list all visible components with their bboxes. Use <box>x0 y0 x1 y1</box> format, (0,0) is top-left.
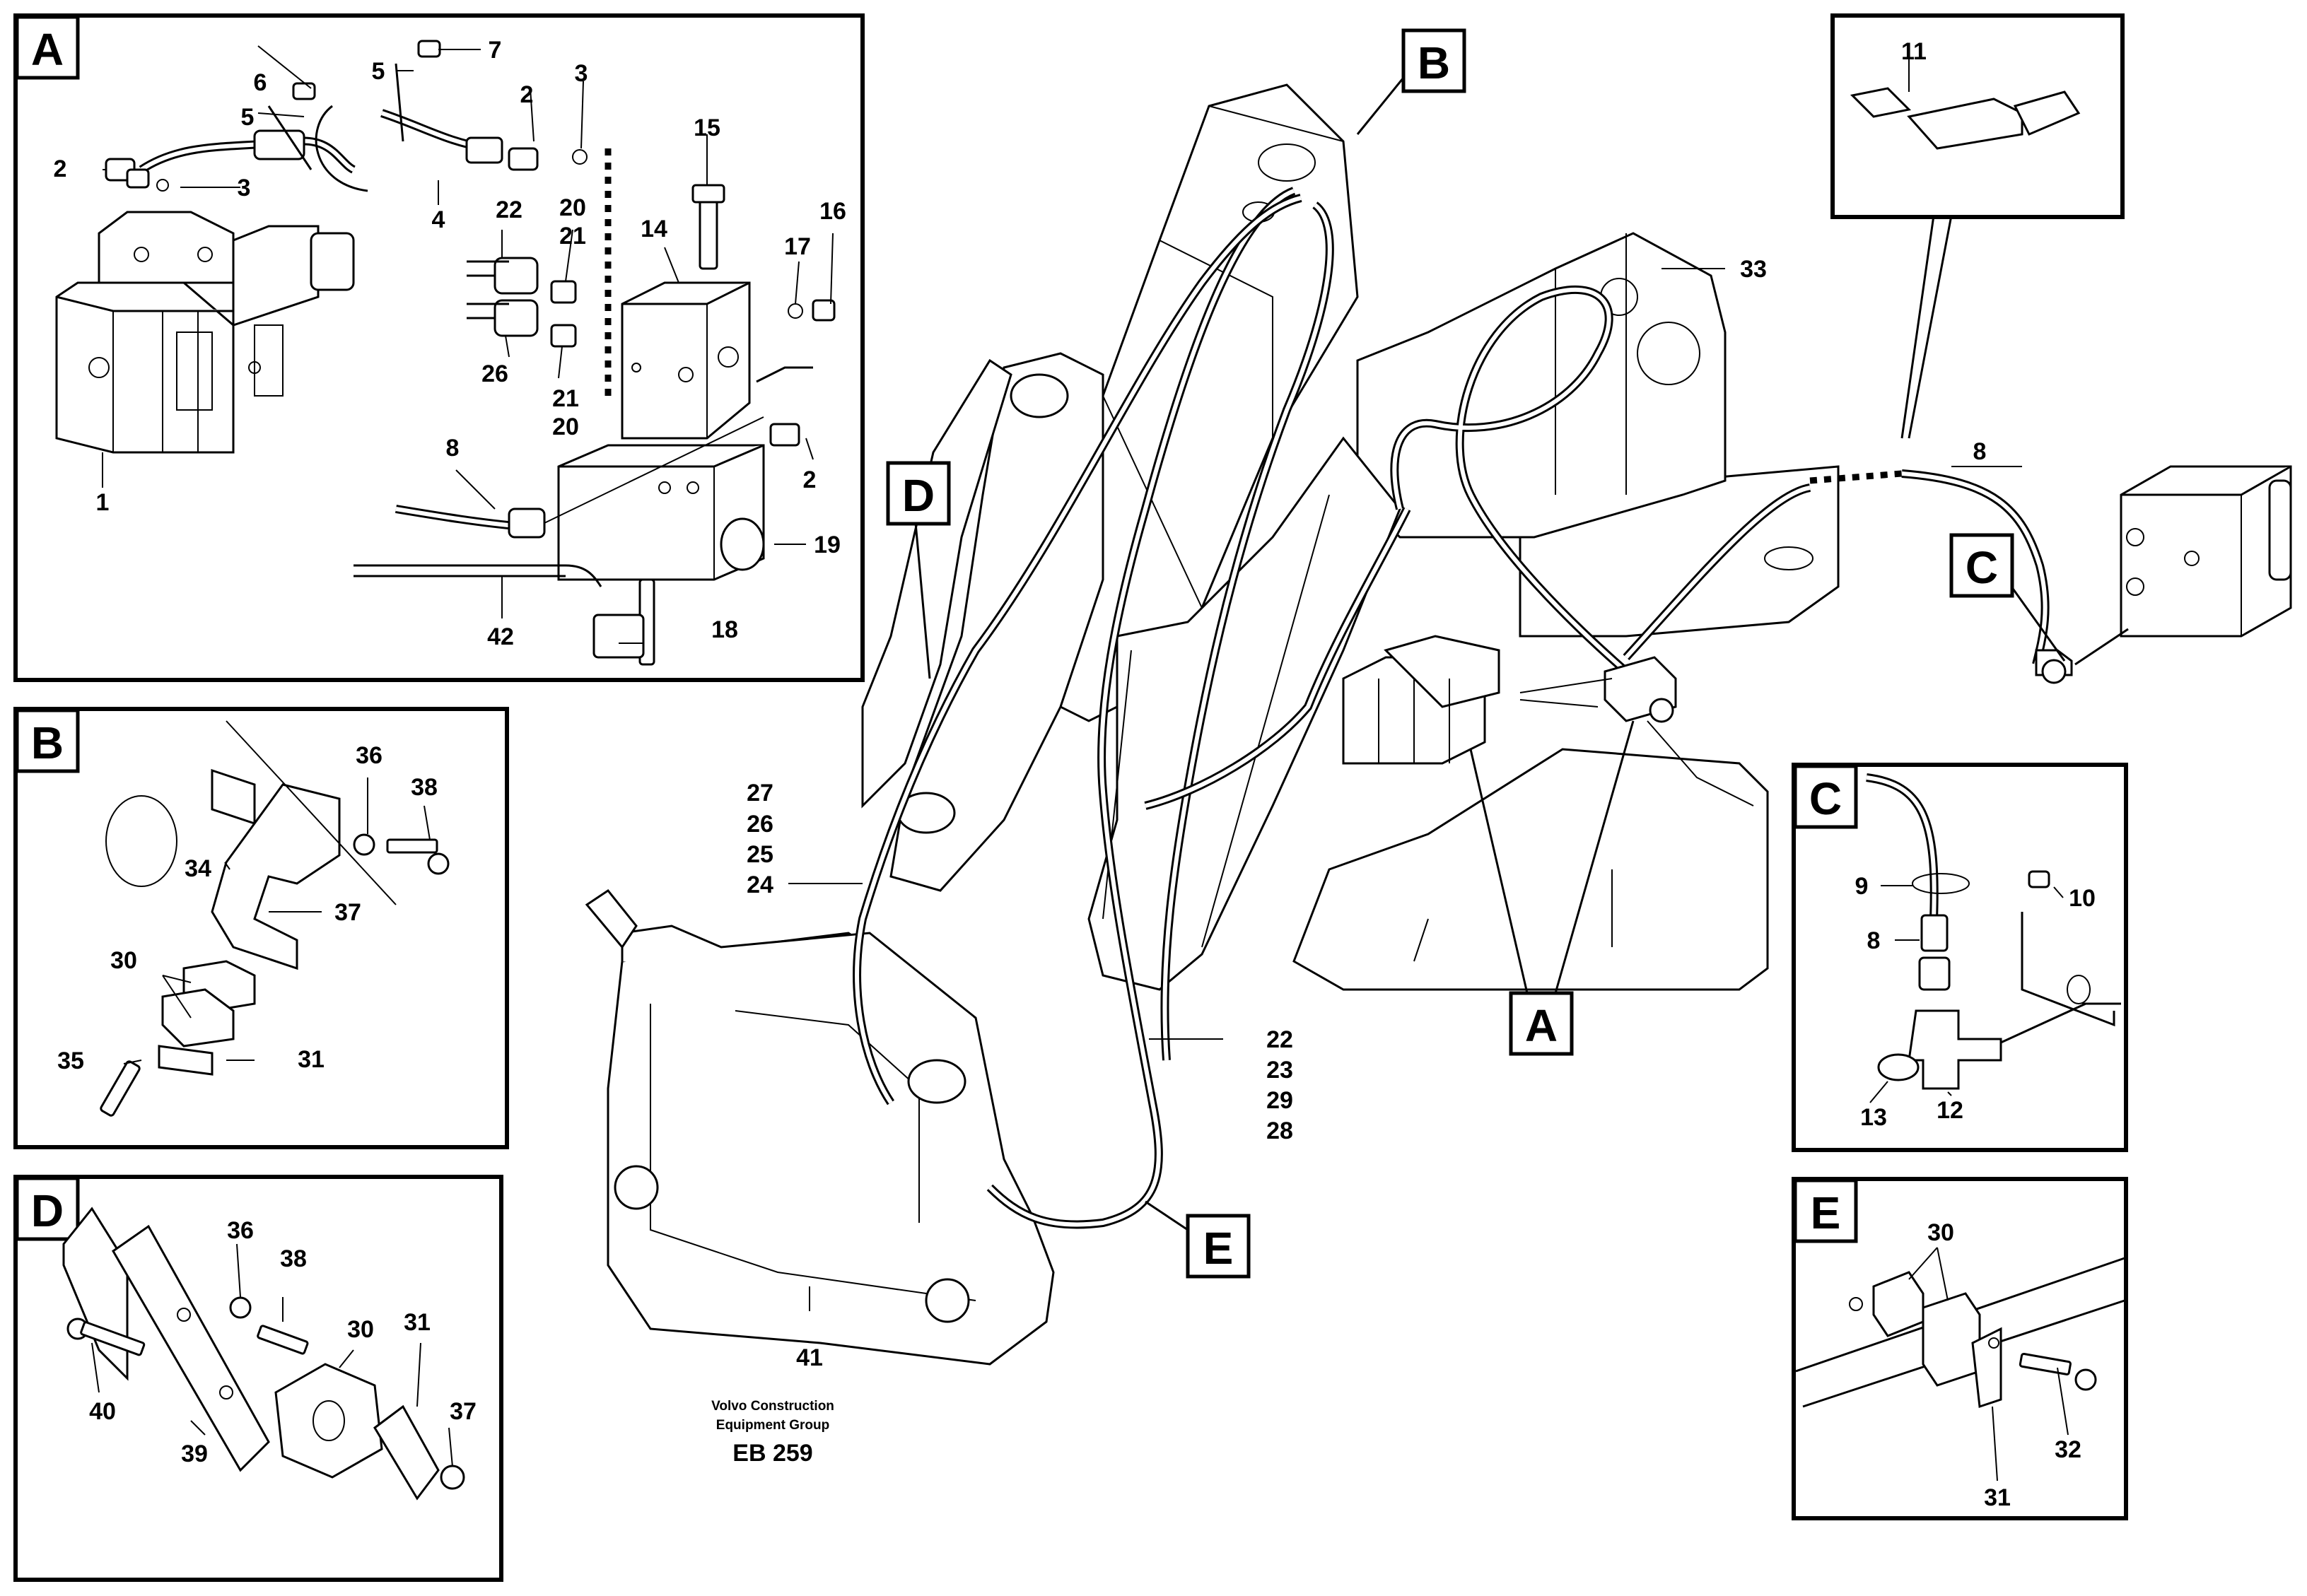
part-callout-number: 20 <box>559 194 586 221</box>
part-callout-number: 14 <box>641 216 667 242</box>
part-callout-number: 31 <box>1984 1484 2011 1511</box>
control-valve-part-1 <box>55 211 355 454</box>
auxiliary-valve-block <box>2120 465 2292 638</box>
part-callout-number: 25 <box>747 841 773 868</box>
detail-panel-a: A <box>13 13 865 682</box>
detail-tag-letter: B <box>1418 37 1450 88</box>
part-callout-number: 8 <box>446 435 460 462</box>
panel-d-callouts: 30 31 36 37 38 39 40 <box>89 1217 477 1467</box>
solenoid-valve-part-19 <box>557 444 765 581</box>
main-assembly <box>585 83 2292 1366</box>
part-callout-number: 24 <box>747 872 773 898</box>
part-callout-number: 21 <box>559 223 586 250</box>
detail-panel-c: C 8 9 10 12 13 <box>1792 763 2128 1152</box>
part-callout-number: 34 <box>185 855 211 882</box>
part-callout-number: 35 <box>57 1048 84 1074</box>
panel-a-tag: A <box>31 24 64 75</box>
part-callout-number: 3 <box>238 175 251 201</box>
main-tag-a: A <box>1469 720 1635 1056</box>
part-callout-number: 5 <box>241 104 255 131</box>
company-line-2: Equipment Group <box>716 1418 829 1433</box>
part-callout-number: 26 <box>747 811 773 838</box>
part-callout-number: 17 <box>784 233 811 260</box>
part-callout-number: 38 <box>280 1245 307 1272</box>
part-callout-number: 26 <box>481 360 508 387</box>
part-callout-number: 31 <box>298 1046 325 1073</box>
part-callout-number: 22 <box>496 196 522 223</box>
part-callout-number: 4 <box>432 206 445 233</box>
part-callout-number: 30 <box>347 1316 374 1343</box>
part-callout-number: 9 <box>1855 873 1869 900</box>
detail-tag-letter: D <box>902 470 935 521</box>
part-callout-number: 30 <box>1927 1219 1954 1246</box>
detail-tag-letter: A <box>1525 1000 1558 1051</box>
company-line-1: Volvo Construction <box>711 1399 834 1414</box>
inset-part-11: 11 <box>1830 13 2125 439</box>
part-callout-number: 22 <box>1266 1026 1293 1053</box>
main-tag-e: E <box>1145 1200 1251 1279</box>
part-callout-number: 7 <box>489 37 502 64</box>
part-callout-number: 5 <box>372 58 385 85</box>
main-tag-b: B <box>1356 28 1466 135</box>
part-callout-number: 2 <box>520 81 534 108</box>
part-callout-number: 6 <box>254 69 267 96</box>
main-tag-c: C <box>1949 533 2066 662</box>
part-callout-number: 1 <box>96 489 110 516</box>
detail-tag-letter: E <box>1203 1223 1234 1274</box>
footer: Volvo Construction Equipment Group EB 25… <box>711 1399 834 1467</box>
detail-panel-e: E 30 31 32 <box>1792 1177 2128 1520</box>
main-callouts: 8 33 27 26 25 24 22 23 29 28 41 <box>747 256 2022 1371</box>
detail-panel-b: B 30 31 34 35 36 37 38 <box>13 707 509 1149</box>
panel-e-tag: E <box>1811 1187 1841 1238</box>
valve-block-part-14 <box>621 281 751 440</box>
part-callout-number: 2 <box>803 467 817 493</box>
part-callout-number: 23 <box>1266 1057 1293 1084</box>
detail-panel-d: D 30 31 36 37 38 39 40 <box>13 1175 503 1582</box>
part-callout-number: 2 <box>54 156 67 182</box>
part-callout-number: 37 <box>334 899 361 926</box>
part-callout-number: 37 <box>450 1398 477 1425</box>
part-callout-number: 27 <box>747 780 773 806</box>
part-callout-number: 20 <box>552 413 579 440</box>
panel-c-tag: C <box>1809 773 1842 824</box>
valve-units-main <box>1342 635 1677 765</box>
main-tag-d: D <box>886 461 951 679</box>
panel-b-tag: B <box>31 717 64 768</box>
part-callout-number: 3 <box>575 60 588 87</box>
part-callout-number: 36 <box>356 742 382 769</box>
part-callout-number: 8 <box>1973 438 1987 465</box>
part-callout-number: 39 <box>181 1440 208 1467</box>
part-callout-number: 16 <box>819 198 846 225</box>
part-callout-number: 19 <box>814 532 841 558</box>
part-callout-number: 11 <box>1901 38 1927 65</box>
panel-a-callouts: 1 2 2 2 3 3 4 5 5 6 7 8 14 15 16 17 18 1… <box>54 37 846 650</box>
part-callout-number: 13 <box>1860 1104 1887 1131</box>
part-callout-number: 31 <box>404 1309 431 1336</box>
part-callout-number: 21 <box>552 385 579 412</box>
part-callout-number: 32 <box>2055 1436 2081 1463</box>
part-callout-number: 33 <box>1740 256 1767 283</box>
part-callout-number: 36 <box>227 1217 254 1244</box>
part-callout-number: 10 <box>2069 885 2096 912</box>
part-callout-number: 41 <box>796 1344 823 1371</box>
part-callout-number: 40 <box>89 1398 116 1425</box>
drawing-reference: EB 259 <box>732 1440 812 1467</box>
panel-e-callouts: 30 31 32 <box>1908 1219 2081 1511</box>
part-callout-number: 29 <box>1266 1087 1293 1114</box>
panel-c-callouts: 8 9 10 12 13 <box>1855 873 2096 1131</box>
part-callout-number: 38 <box>411 774 438 801</box>
panel-b-callouts: 30 31 34 35 36 37 38 <box>57 742 438 1074</box>
part-callout-number: 15 <box>694 115 720 141</box>
part-callout-number: 42 <box>487 623 514 650</box>
part-callout-number: 12 <box>1937 1097 1963 1124</box>
panel-d-tag: D <box>31 1185 64 1236</box>
part-callout-number: 30 <box>110 947 137 974</box>
detail-tag-letter: C <box>1966 542 1998 593</box>
part-callout-number: 28 <box>1266 1117 1293 1144</box>
part-callout-number: 18 <box>711 616 738 643</box>
part-callout-number: 8 <box>1867 927 1881 954</box>
